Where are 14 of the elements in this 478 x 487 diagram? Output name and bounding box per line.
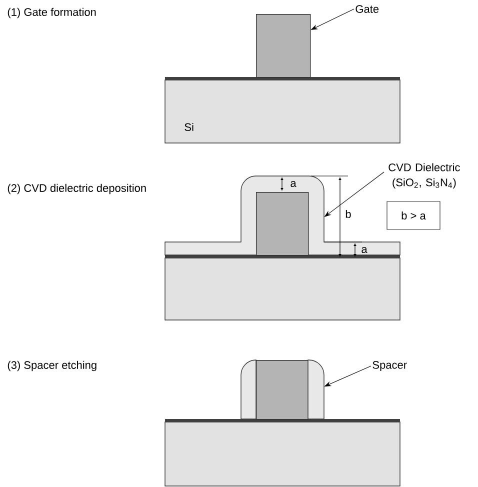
gate-block <box>256 14 311 78</box>
callout-label: Gate <box>356 5 379 13</box>
dimension-label: a <box>362 247 368 254</box>
gate-block <box>256 192 309 256</box>
condition-box: b > a <box>386 201 440 230</box>
spacer-drawing <box>308 360 324 420</box>
material-label: Si <box>184 122 194 132</box>
callout-label: Spacer <box>372 361 407 371</box>
gate-block <box>256 360 309 420</box>
step-title: (1) Gate formation <box>8 8 96 18</box>
step-title: (3) Spacer etching <box>8 360 96 372</box>
dimension-label: b <box>346 210 351 218</box>
step-title: (2) CVD dielectric deposition <box>8 184 146 194</box>
callout-label: CVD Dielectric (SiO$_{2}$, Si$_{3}$N$_{4}$) <box>388 163 460 188</box>
